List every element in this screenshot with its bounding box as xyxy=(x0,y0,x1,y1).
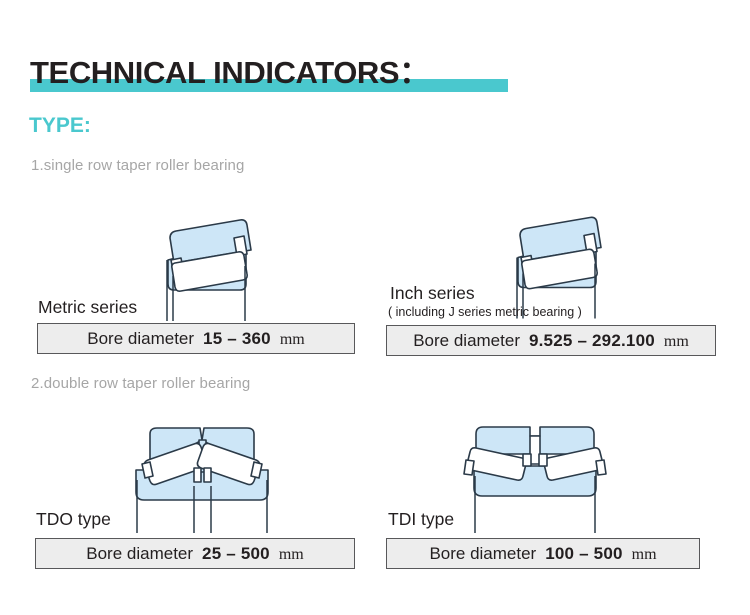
metric-series-label: Metric series xyxy=(38,297,138,317)
metric-spec-unit: mm xyxy=(279,330,305,348)
inch-spec-unit: mm xyxy=(663,332,689,350)
single-row-taper-roller-bearing-diagram-metric xyxy=(148,208,283,323)
tdo-spec-range: 25 – 500 xyxy=(202,543,270,563)
page-title-text: TECHNICAL INDICATORS： xyxy=(30,55,430,90)
double-row-tdi-bearing-diagram xyxy=(460,420,620,535)
metric-spec-range: 15 – 360 xyxy=(203,328,271,348)
metric-series-spec-box: Bore diameter 15 – 360 mm xyxy=(37,323,355,354)
inch-series-label: Inch series xyxy=(390,283,475,303)
section-1-caption: 1.single row taper roller bearing xyxy=(31,157,245,174)
page-title: TECHNICAL INDICATORS： xyxy=(30,47,430,92)
inch-spec-range: 9.525 – 292.100 xyxy=(528,330,655,350)
tdo-type-spec-box: Bore diameter 25 – 500 mm xyxy=(35,538,355,569)
tdo-spec-lead: Bore diameter xyxy=(86,543,194,563)
double-row-tdo-bearing-diagram xyxy=(128,420,288,535)
title-underline-bar xyxy=(30,79,508,92)
tdi-type-spec-box: Bore diameter 100 – 500 mm xyxy=(386,538,700,569)
inch-spec-lead: Bore diameter xyxy=(413,330,520,350)
tdi-spec-range: 100 – 500 xyxy=(545,543,623,563)
inch-series-spec-box: Bore diameter 9.525 – 292.100 mm xyxy=(386,325,716,356)
tdo-type-label: TDO type xyxy=(36,509,111,529)
tdi-spec-lead: Bore diameter xyxy=(429,543,537,563)
tdi-spec-unit: mm xyxy=(631,545,657,563)
tdi-type-label: TDI type xyxy=(388,509,455,529)
type-heading: TYPE: xyxy=(29,114,91,137)
tdo-spec-unit: mm xyxy=(278,545,304,563)
single-row-taper-roller-bearing-diagram-inch xyxy=(498,203,633,323)
inch-series-sublabel: ( including J series metric bearing ) xyxy=(388,305,582,319)
section-2-caption: 2.double row taper roller bearing xyxy=(31,375,251,392)
metric-spec-lead: Bore diameter xyxy=(87,328,195,348)
